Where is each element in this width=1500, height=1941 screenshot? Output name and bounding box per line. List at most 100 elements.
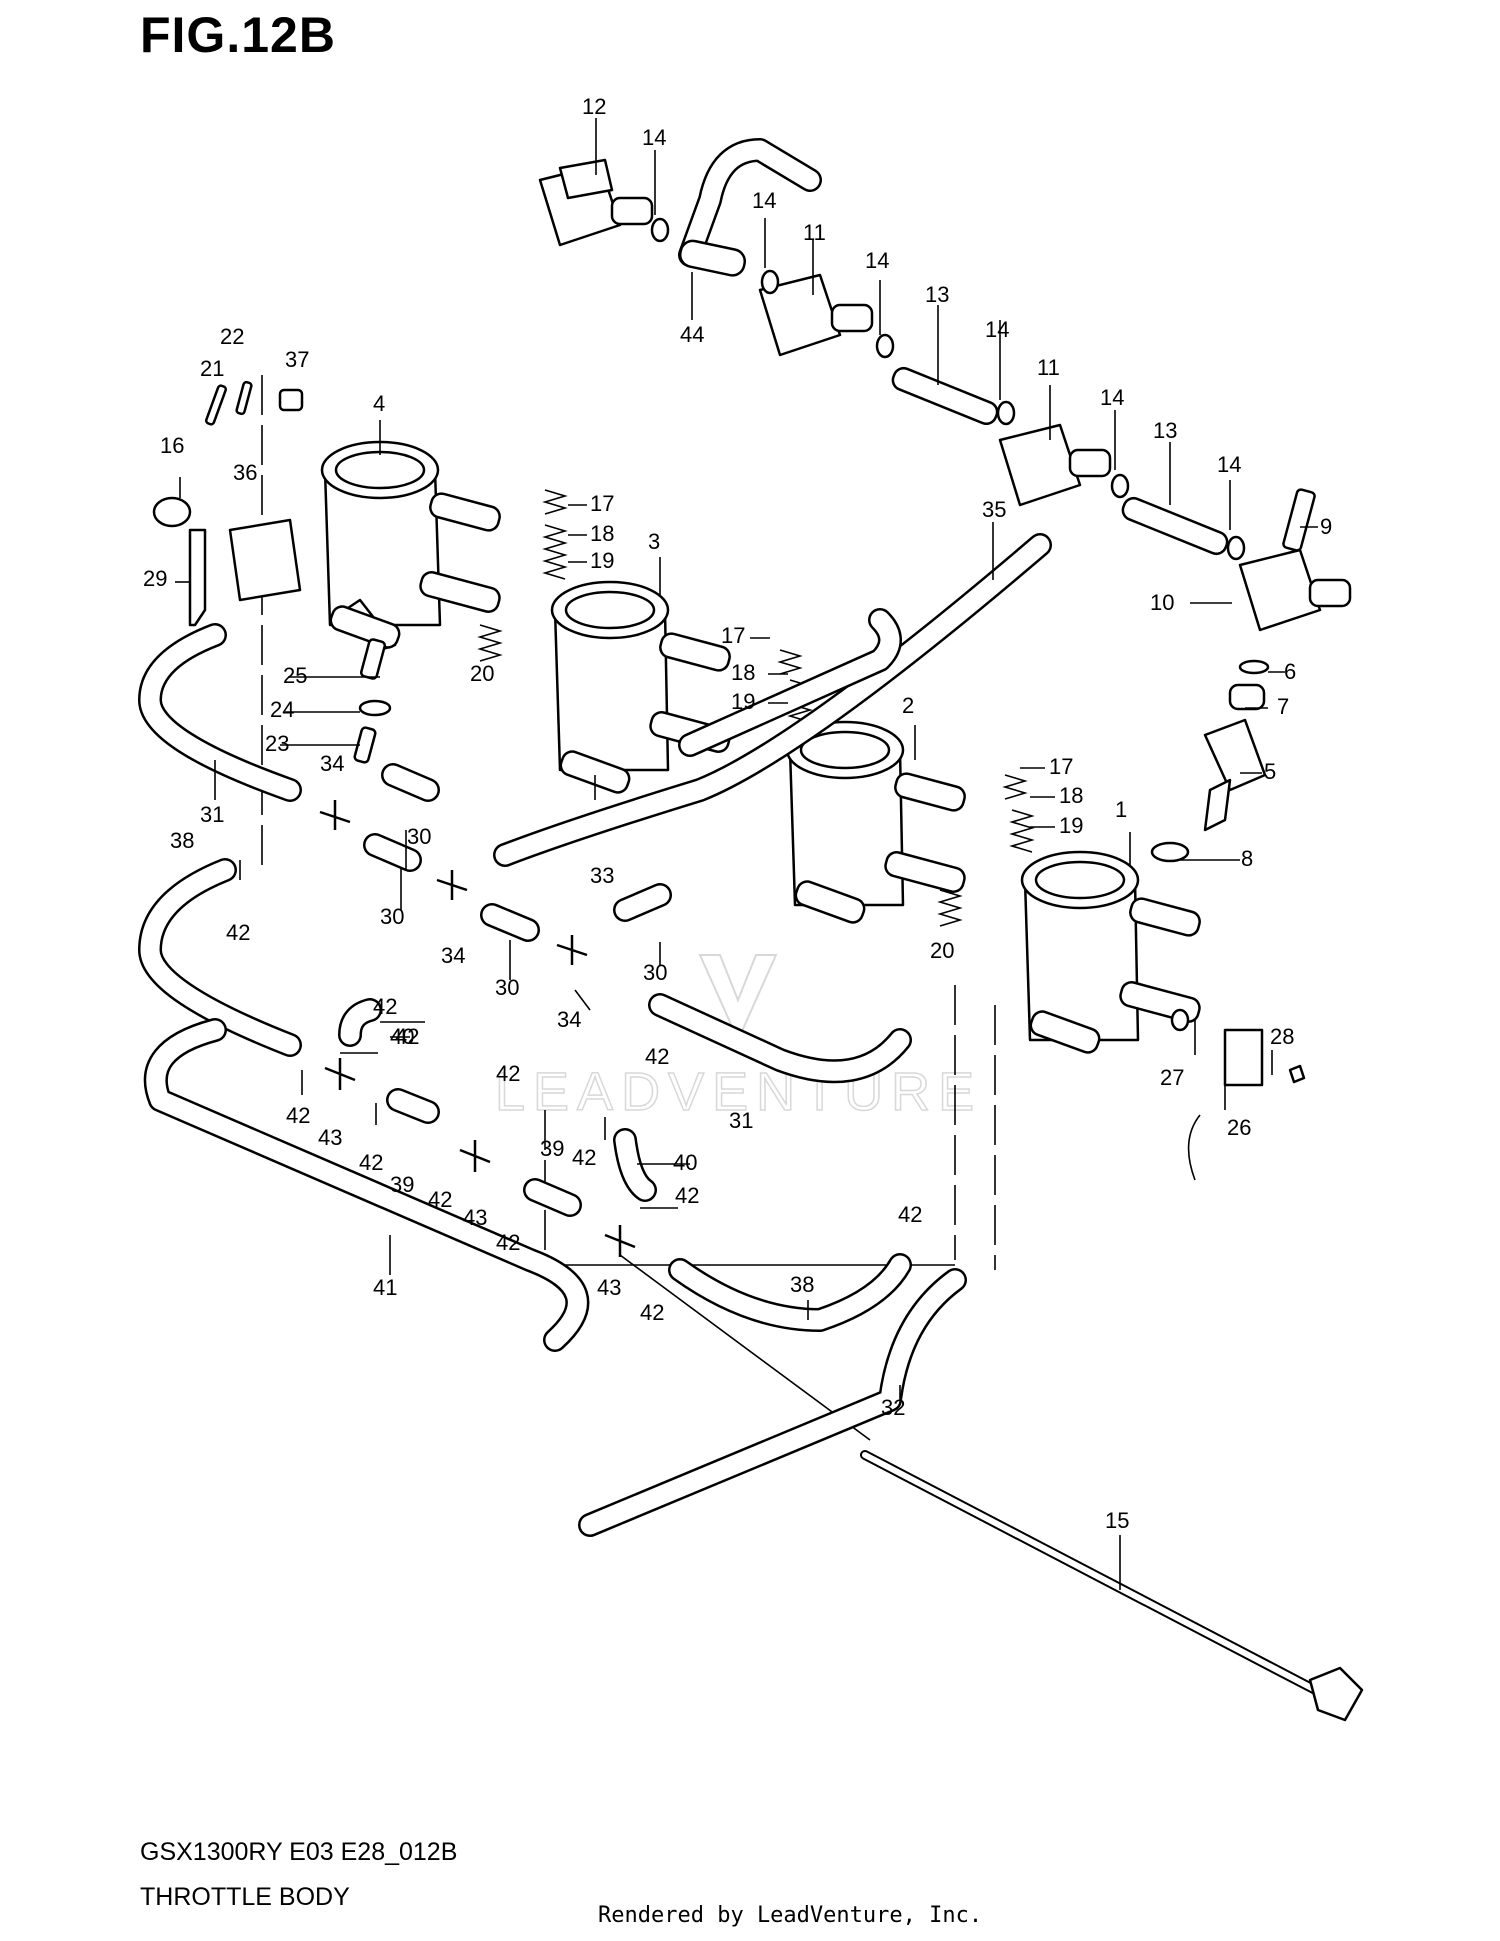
watermark: LEADVENTURE <box>494 954 982 1123</box>
callout-29: 29 <box>143 566 167 591</box>
callout-42c: 42 <box>395 1024 419 1049</box>
throttle-body-1 <box>1020 850 1201 1054</box>
callout-30c: 30 <box>495 975 519 1000</box>
callout-35: 35 <box>982 497 1006 522</box>
callout-25: 25 <box>283 663 307 688</box>
callout-19a: 19 <box>590 548 614 573</box>
callout-16: 16 <box>160 433 184 458</box>
callout-31b: 31 <box>729 1108 753 1133</box>
callout-18b: 18 <box>731 660 755 685</box>
callout-28: 28 <box>1270 1024 1294 1049</box>
throttle-body-4 <box>320 440 501 652</box>
callout-8: 8 <box>1241 846 1253 871</box>
callout-42f: 42 <box>428 1187 452 1212</box>
callout-14f: 14 <box>1217 452 1241 477</box>
callout-43b: 43 <box>463 1205 487 1230</box>
leader-lines <box>175 118 1318 1590</box>
callout-20a: 20 <box>470 661 494 686</box>
callout-19c: 19 <box>1059 813 1083 838</box>
bracket-assembly <box>152 380 392 764</box>
callout-11a: 11 <box>803 220 826 245</box>
figure-title: FIG.12B <box>140 7 336 63</box>
callout-19b: 19 <box>731 689 755 714</box>
callout-42e: 42 <box>359 1150 383 1175</box>
callout-42d: 42 <box>286 1103 310 1128</box>
callout-18c: 18 <box>1059 783 1083 808</box>
throttle-body-3 <box>550 580 731 794</box>
callout-26: 26 <box>1227 1115 1251 1140</box>
callout-22: 22 <box>220 324 244 349</box>
callout-34c: 34 <box>557 1007 581 1032</box>
sensor <box>1170 1008 1306 1181</box>
callout-20b: 20 <box>930 938 954 963</box>
callout-6: 6 <box>1284 659 1296 684</box>
callout-38a: 38 <box>170 828 194 853</box>
callout-9: 9 <box>1320 514 1332 539</box>
callout-12: 12 <box>582 94 606 119</box>
callout-41: 41 <box>373 1275 397 1300</box>
callout-42k: 42 <box>675 1183 699 1208</box>
callout-5: 5 <box>1264 759 1276 784</box>
callout-30d: 30 <box>643 960 667 985</box>
callout-43a: 43 <box>318 1125 342 1150</box>
callout-17c: 17 <box>1049 754 1073 779</box>
callout-42l: 42 <box>640 1300 664 1325</box>
callout-39a: 39 <box>390 1172 414 1197</box>
hoses <box>138 533 1052 1537</box>
callout-40a: 40 <box>390 1024 414 1049</box>
callout-36: 36 <box>233 460 257 485</box>
fuel-injector <box>1150 659 1270 863</box>
callout-18a: 18 <box>590 521 614 546</box>
callout-42b: 42 <box>373 994 397 1019</box>
callout-15: 15 <box>1105 1508 1129 1533</box>
callout-17a: 17 <box>590 491 614 516</box>
callout-43c: 43 <box>597 1275 621 1300</box>
callout-10: 10 <box>1150 590 1174 615</box>
callout-13a: 13 <box>925 282 949 307</box>
callout-11b: 11 <box>1037 355 1060 380</box>
callout-40b: 40 <box>673 1150 697 1175</box>
callout-27: 27 <box>1160 1065 1184 1090</box>
callout-37: 37 <box>285 347 309 372</box>
callout-32: 32 <box>881 1395 905 1420</box>
callout-30a: 30 <box>407 824 431 849</box>
throttle-body-2 <box>785 720 966 924</box>
callout-30b: 30 <box>380 904 404 929</box>
long-bolt <box>860 1450 1364 1722</box>
callout-34b: 34 <box>441 943 465 968</box>
callout-42g: 42 <box>496 1061 520 1086</box>
render-credit: Rendered by LeadVenture, Inc. <box>598 1903 983 1928</box>
callout-14e: 14 <box>1100 385 1124 410</box>
callout-42i: 42 <box>645 1044 669 1069</box>
callout-42a: 42 <box>226 920 250 945</box>
model-code: GSX1300RY E03 E28_012B <box>140 1838 458 1866</box>
callout-24: 24 <box>270 697 294 722</box>
callout-42m: 42 <box>898 1202 922 1227</box>
callout-31a: 31 <box>200 802 224 827</box>
callout-4: 4 <box>373 391 385 416</box>
callout-34a: 34 <box>320 751 344 776</box>
callout-3: 3 <box>648 529 660 554</box>
callout-42j: 42 <box>572 1145 596 1170</box>
callout-14b: 14 <box>752 188 776 213</box>
callout-7: 7 <box>1277 694 1289 719</box>
callout-38b: 38 <box>790 1272 814 1297</box>
section-name: THROTTLE BODY <box>140 1883 350 1911</box>
callout-14d: 14 <box>985 317 1009 342</box>
callout-44: 44 <box>680 322 704 347</box>
callout-13b: 13 <box>1153 418 1177 443</box>
callout-42h: 42 <box>496 1230 520 1255</box>
callout-1: 1 <box>1115 797 1127 822</box>
callout-23: 23 <box>265 731 289 756</box>
callout-21: 21 <box>200 356 224 381</box>
callout-14a: 14 <box>642 125 666 150</box>
watermark-text: LEADVENTURE <box>495 1062 982 1122</box>
callout-2: 2 <box>902 693 914 718</box>
t-joints <box>319 800 636 1257</box>
fuel-delivery-pipes <box>538 138 1352 632</box>
callout-17b: 17 <box>721 623 745 648</box>
callout-39b: 39 <box>540 1136 564 1161</box>
callout-labels: 1 2 3 4 5 6 7 8 9 10 11 11 12 13 13 14 1… <box>143 94 1332 1533</box>
callout-14c: 14 <box>865 248 889 273</box>
